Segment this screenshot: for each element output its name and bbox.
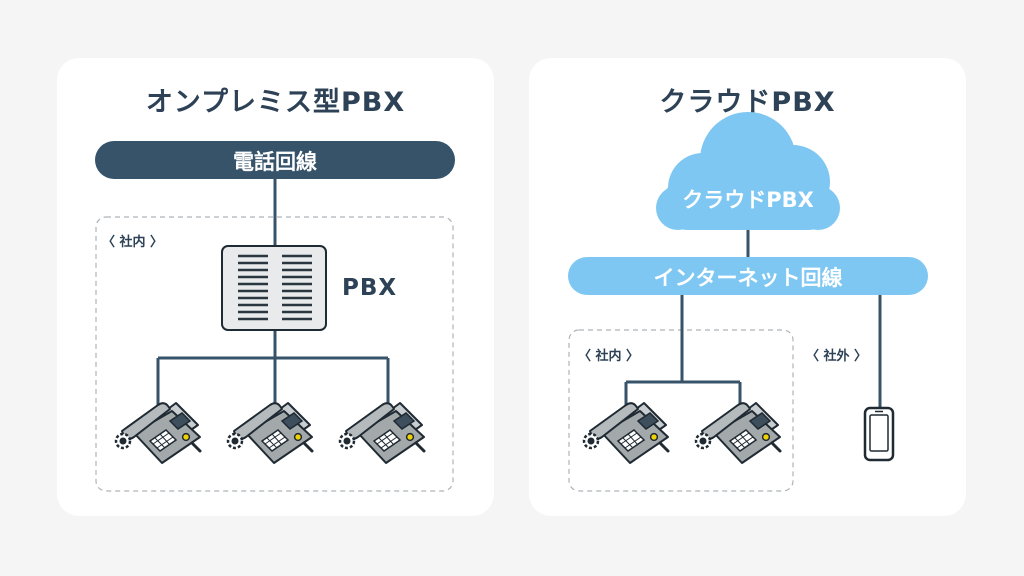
desk-phone-icon <box>114 401 202 465</box>
internet-line-label: インターネット回線 <box>653 266 843 290</box>
phone-line-label: 電話回線 <box>233 150 317 174</box>
desk-phone-icon <box>582 401 670 465</box>
desk-phone-icon <box>338 401 426 465</box>
onprem-title: オンプレミス型PBX <box>145 87 406 118</box>
smartphone-icon <box>863 406 895 462</box>
desk-phone-icon <box>226 401 314 465</box>
cloud-pbx-label: クラウドPBX <box>682 188 814 212</box>
desk-phone-icon <box>694 401 782 465</box>
onprem-office-label: 〈 社内 〉 <box>102 235 164 250</box>
phone-line-bar <box>95 141 455 179</box>
pbx-server-icon <box>221 245 327 331</box>
outside-office-label: 〈 社外 〉 <box>806 349 868 364</box>
internet-line-bar <box>568 257 928 295</box>
pbx-label: PBX <box>342 275 398 301</box>
onprem-office-zone <box>95 216 454 492</box>
cloud-office-label: 〈 社内 〉 <box>578 349 640 364</box>
cloud-connection-lines <box>624 295 882 410</box>
onprem-connection-lines <box>156 179 390 410</box>
